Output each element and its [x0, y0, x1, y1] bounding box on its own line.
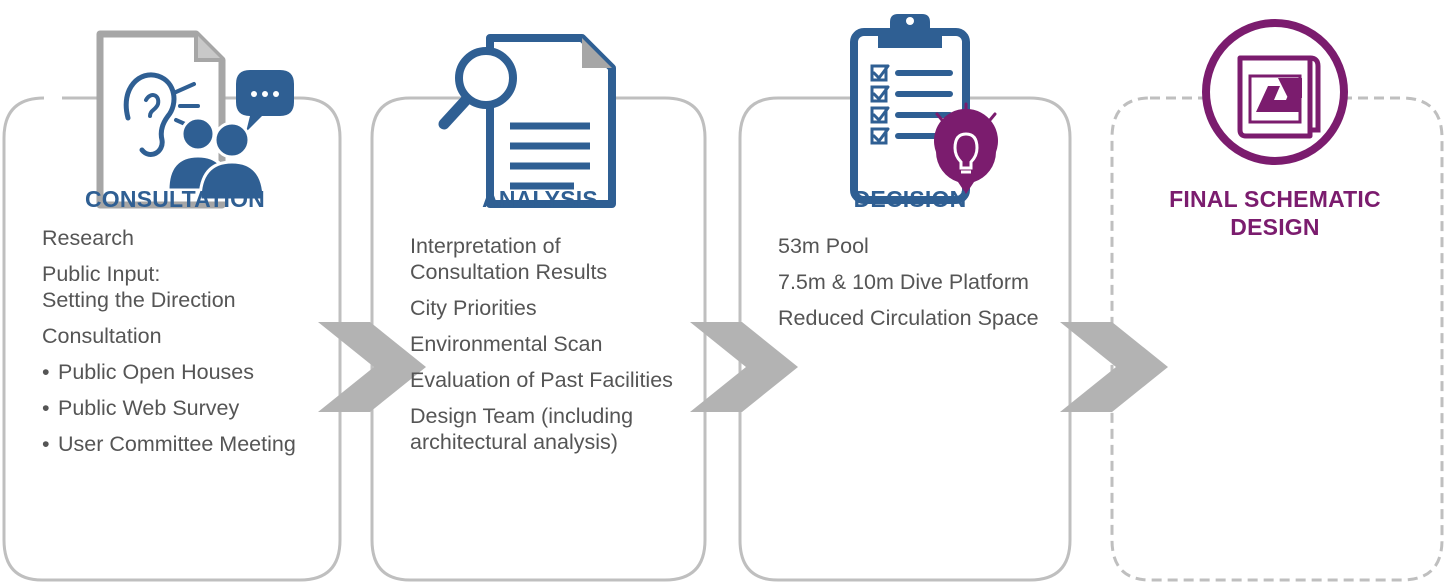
list-item: Public Input: Setting the Direction: [42, 262, 236, 312]
bullet-icon: •: [42, 360, 50, 384]
bullet-icon: •: [42, 432, 50, 456]
list-item: Environmental Scan: [410, 332, 603, 356]
final-schematic-panel: [1110, 96, 1444, 582]
chevron-arrow-2: [690, 322, 798, 412]
decision-heading: DECISION: [853, 186, 967, 212]
chevron-arrow-1: [318, 322, 426, 412]
bullet-icon: •: [42, 396, 50, 420]
list-item: •Public Web Survey: [42, 396, 240, 420]
list-item: Reduced Circulation Space: [778, 306, 1039, 330]
blueprint-plan-icon: [1202, 19, 1348, 165]
consultation-list: Research Public Input: Setting the Direc…: [42, 225, 332, 457]
chevron-arrow-3: [1060, 322, 1168, 412]
decision-list: 53m Pool 7.5m & 10m Dive Platform Reduce…: [778, 233, 1068, 331]
list-item: Evaluation of Past Facilities: [410, 368, 673, 392]
list-item: Research: [42, 226, 135, 250]
final-schematic-heading: FINAL SCHEMATIC DESIGN: [1169, 186, 1381, 240]
list-item: •User Committee Meeting: [42, 432, 296, 456]
list-item: City Priorities: [410, 296, 537, 320]
analysis-heading: ANALYSIS: [482, 186, 598, 212]
list-item: •Public Open Houses: [42, 360, 254, 384]
consultation-heading: CONSULTATION: [85, 186, 265, 212]
clipboard-checklist-lightbulb-icon: [850, 14, 998, 204]
list-item: 7.5m & 10m Dive Platform: [778, 270, 1029, 294]
magnifier-document-icon: [438, 34, 616, 208]
list-item: Design Team (including architectural ana…: [410, 404, 634, 454]
analysis-panel: [370, 96, 707, 582]
list-item: 53m Pool: [778, 234, 869, 258]
ear-listening-people-icon: [96, 30, 294, 209]
consultation-panel: [2, 96, 342, 582]
list-item: Interpretation of Consultation Results: [410, 234, 608, 284]
decision-panel: [738, 96, 1072, 582]
list-item: Consultation: [42, 324, 162, 348]
analysis-list: Interpretation of Consultation Results C…: [410, 233, 702, 455]
